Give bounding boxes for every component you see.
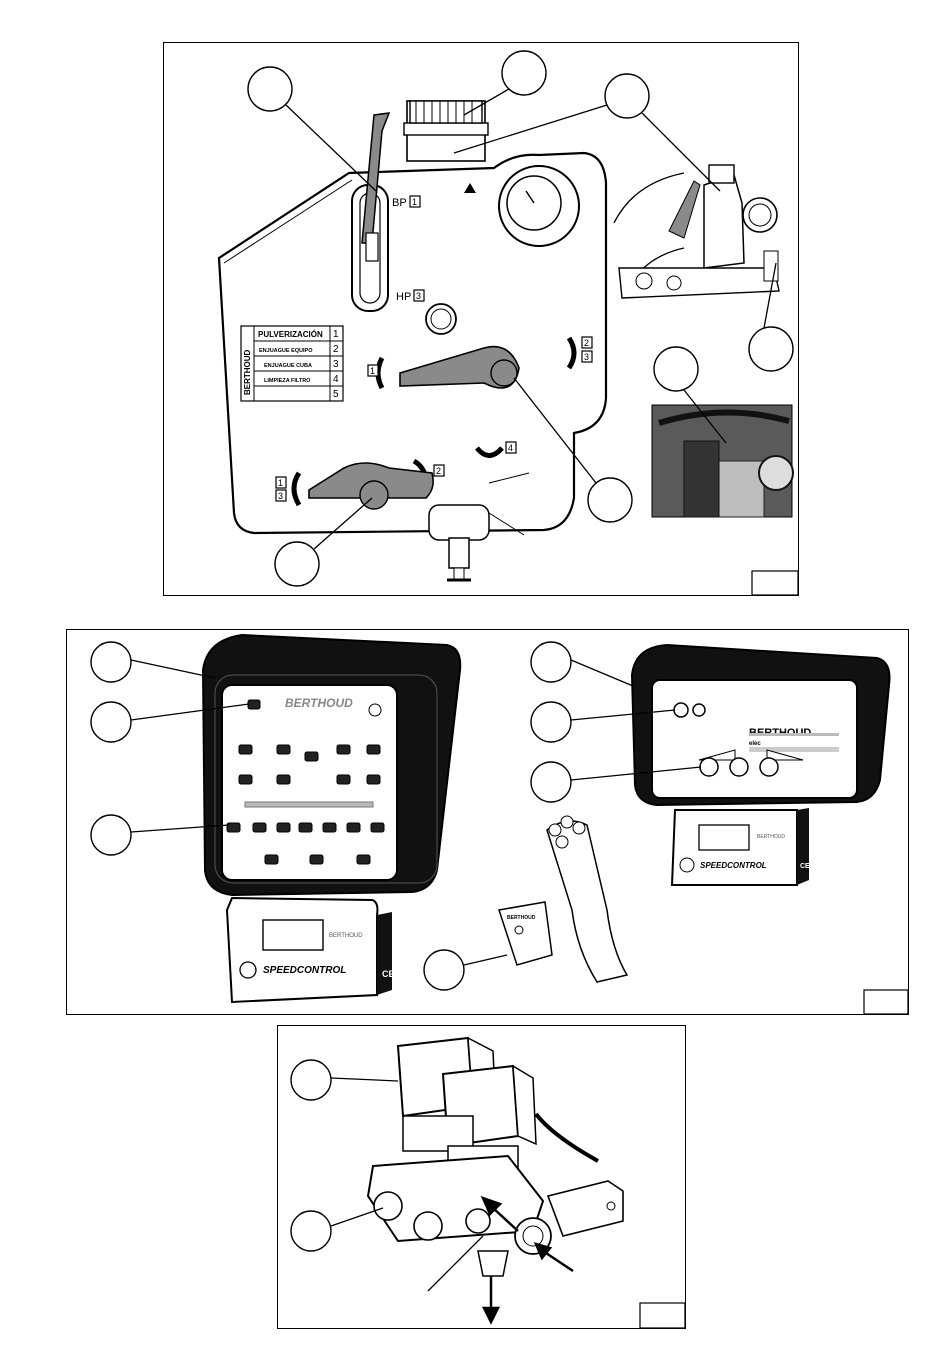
control-boxes-illustration: BERTHOUD BERTHOUD SPEEDCONTROL CE BERTHO…: [67, 630, 908, 1014]
figure-number-box: [640, 1303, 685, 1328]
hp-number: 3: [416, 291, 421, 301]
valve-mark: 1: [278, 478, 283, 488]
right-display-brand: BERTHOUD: [757, 834, 785, 840]
ce-mark: CE: [800, 863, 810, 870]
mounting-bracket: [548, 1181, 623, 1236]
table-brand: BERTHOUD: [243, 349, 252, 395]
table-row-num: 5: [333, 389, 339, 400]
table-row-num: 4: [333, 374, 339, 385]
bp-label: BP: [392, 197, 407, 209]
left-speedcontrol-display: BERTHOUD SPEEDCONTROL CE: [227, 898, 395, 1002]
valve-mark: 4: [508, 443, 513, 453]
left-control-console: BERTHOUD: [203, 635, 460, 895]
left-display-logo: SPEEDCONTROL: [263, 965, 346, 976]
table-row-num: 1: [333, 329, 339, 340]
pressure-gauge: [499, 166, 579, 246]
bp-hp-lever[interactable]: [352, 113, 389, 311]
figure-valve-block: [277, 1025, 686, 1329]
right-display-logo: SPEEDCONTROL: [700, 861, 767, 870]
valve-mark: 2: [584, 338, 589, 348]
filler-cap: [410, 101, 482, 123]
figure-number-box: [752, 571, 798, 595]
figure-number-box: [864, 990, 908, 1014]
ce-mark: CE: [382, 969, 395, 979]
table-row-label: LIMPIEZA FILTRO: [264, 378, 311, 384]
table-row-num: 3: [333, 359, 339, 370]
figure-valve-panel: BP 1 HP 3 BERTHOUD PULVERIZACIÓN ENJUAGU…: [163, 42, 799, 596]
valve-block-illustration: [278, 1026, 685, 1328]
valve-mark: 1: [370, 366, 375, 376]
left-display-brand: BERTHOUD: [329, 933, 363, 939]
right-control-console: BERTHOUD elec: [632, 645, 890, 805]
right-speedcontrol-display: BERTHOUD SPEEDCONTROL CE: [672, 808, 810, 885]
valve-body: [368, 1156, 551, 1276]
right-console-sub: elec: [749, 741, 761, 747]
table-row-num: 2: [333, 344, 339, 355]
figure-control-boxes: BERTHOUD BERTHOUD SPEEDCONTROL CE BERTHO…: [66, 629, 909, 1015]
function-table: BERTHOUD PULVERIZACIÓN ENJUAGUE EQUIPO E…: [241, 326, 343, 401]
valve-mark: 2: [436, 466, 441, 476]
joystick-box-brand: BERTHOUD: [507, 915, 536, 921]
table-row-label: ENJUAGUE EQUIPO: [259, 348, 313, 354]
valve-mark: 3: [278, 491, 283, 501]
bp-number: 1: [412, 197, 417, 207]
joystick[interactable]: [547, 816, 627, 982]
table-row-label: ENJUAGUE CUBA: [264, 363, 312, 369]
inset-pump-photo: [614, 165, 779, 298]
table-row-label: PULVERIZACIÓN: [258, 330, 323, 339]
valve-mark: 3: [584, 352, 589, 362]
valve-panel-illustration: BP 1 HP 3 BERTHOUD PULVERIZACIÓN ENJUAGU…: [164, 43, 798, 595]
left-console-brand: BERTHOUD: [285, 696, 353, 710]
hp-label: HP: [396, 291, 411, 303]
callout-circles: [291, 1060, 331, 1251]
